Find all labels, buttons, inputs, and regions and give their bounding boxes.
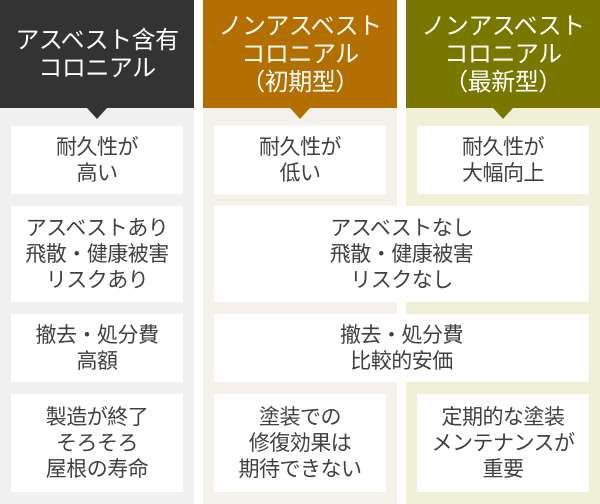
header-asbestos-colonial: アスベスト含有 コロニアル — [0, 0, 194, 108]
cell-disposal-cost-asbestos: 撤去・処分費 高額 — [11, 314, 183, 382]
cell-health-risk-asbestos: アスベストあり 飛散・健康被害 リスクあり — [11, 206, 183, 302]
cell-maintenance-early: 塗装での 修復効果は 期待できない — [214, 394, 386, 492]
cell-maintenance-asbestos: 製造が終了 そろそろ 屋根の寿命 — [11, 394, 183, 492]
header-non-asbestos-early: ノンアスベスト コロニアル （初期型） — [203, 0, 397, 108]
cell-durability-early: 耐久性が 低い — [214, 126, 386, 194]
down-arrow-icon — [87, 108, 107, 119]
down-arrow-icon — [290, 108, 310, 119]
header-non-asbestos-latest: ノンアスベスト コロニアル （最新型） — [406, 0, 600, 108]
cell-maintenance-latest: 定期的な塗装 メンテナンスが 重要 — [417, 394, 589, 492]
cell-durability-latest: 耐久性が 大幅向上 — [417, 126, 589, 194]
down-arrow-icon — [493, 108, 513, 119]
cell-durability-asbestos: 耐久性が 高い — [11, 126, 183, 194]
cell-health-risk-non-asbestos: アスベストなし 飛散・健康被害 リスクなし — [214, 206, 589, 302]
cell-disposal-cost-non-asbestos: 撤去・処分費 比較的安価 — [214, 314, 589, 382]
